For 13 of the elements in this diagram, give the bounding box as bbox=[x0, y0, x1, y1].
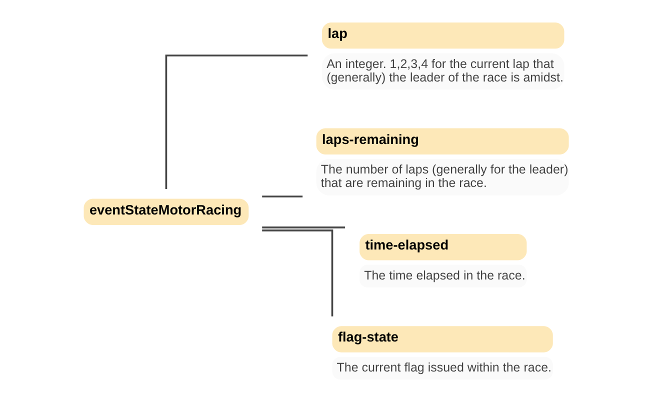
connector bbox=[262, 226, 346, 228]
node-box: time-elapsed bbox=[360, 234, 527, 260]
node-label: The number of laps (generally for the leader) that are remaining in the race. bbox=[320, 162, 568, 190]
node-box: eventStateMotorRacing bbox=[84, 198, 249, 225]
node-box: lap bbox=[322, 22, 564, 49]
node-label: The time elapsed in the race. bbox=[364, 268, 526, 282]
connector bbox=[262, 196, 303, 198]
connector bbox=[262, 230, 334, 316]
node-label: An integer. 1,2,3,4 for the current lap that (generally) the leader of the race is amidst. bbox=[326, 56, 564, 84]
node-label: The current flag issued within the race. bbox=[336, 360, 552, 374]
connector bbox=[165, 54, 308, 189]
node-box: laps-remaining bbox=[316, 128, 569, 154]
node-box: flag-state bbox=[332, 326, 553, 352]
